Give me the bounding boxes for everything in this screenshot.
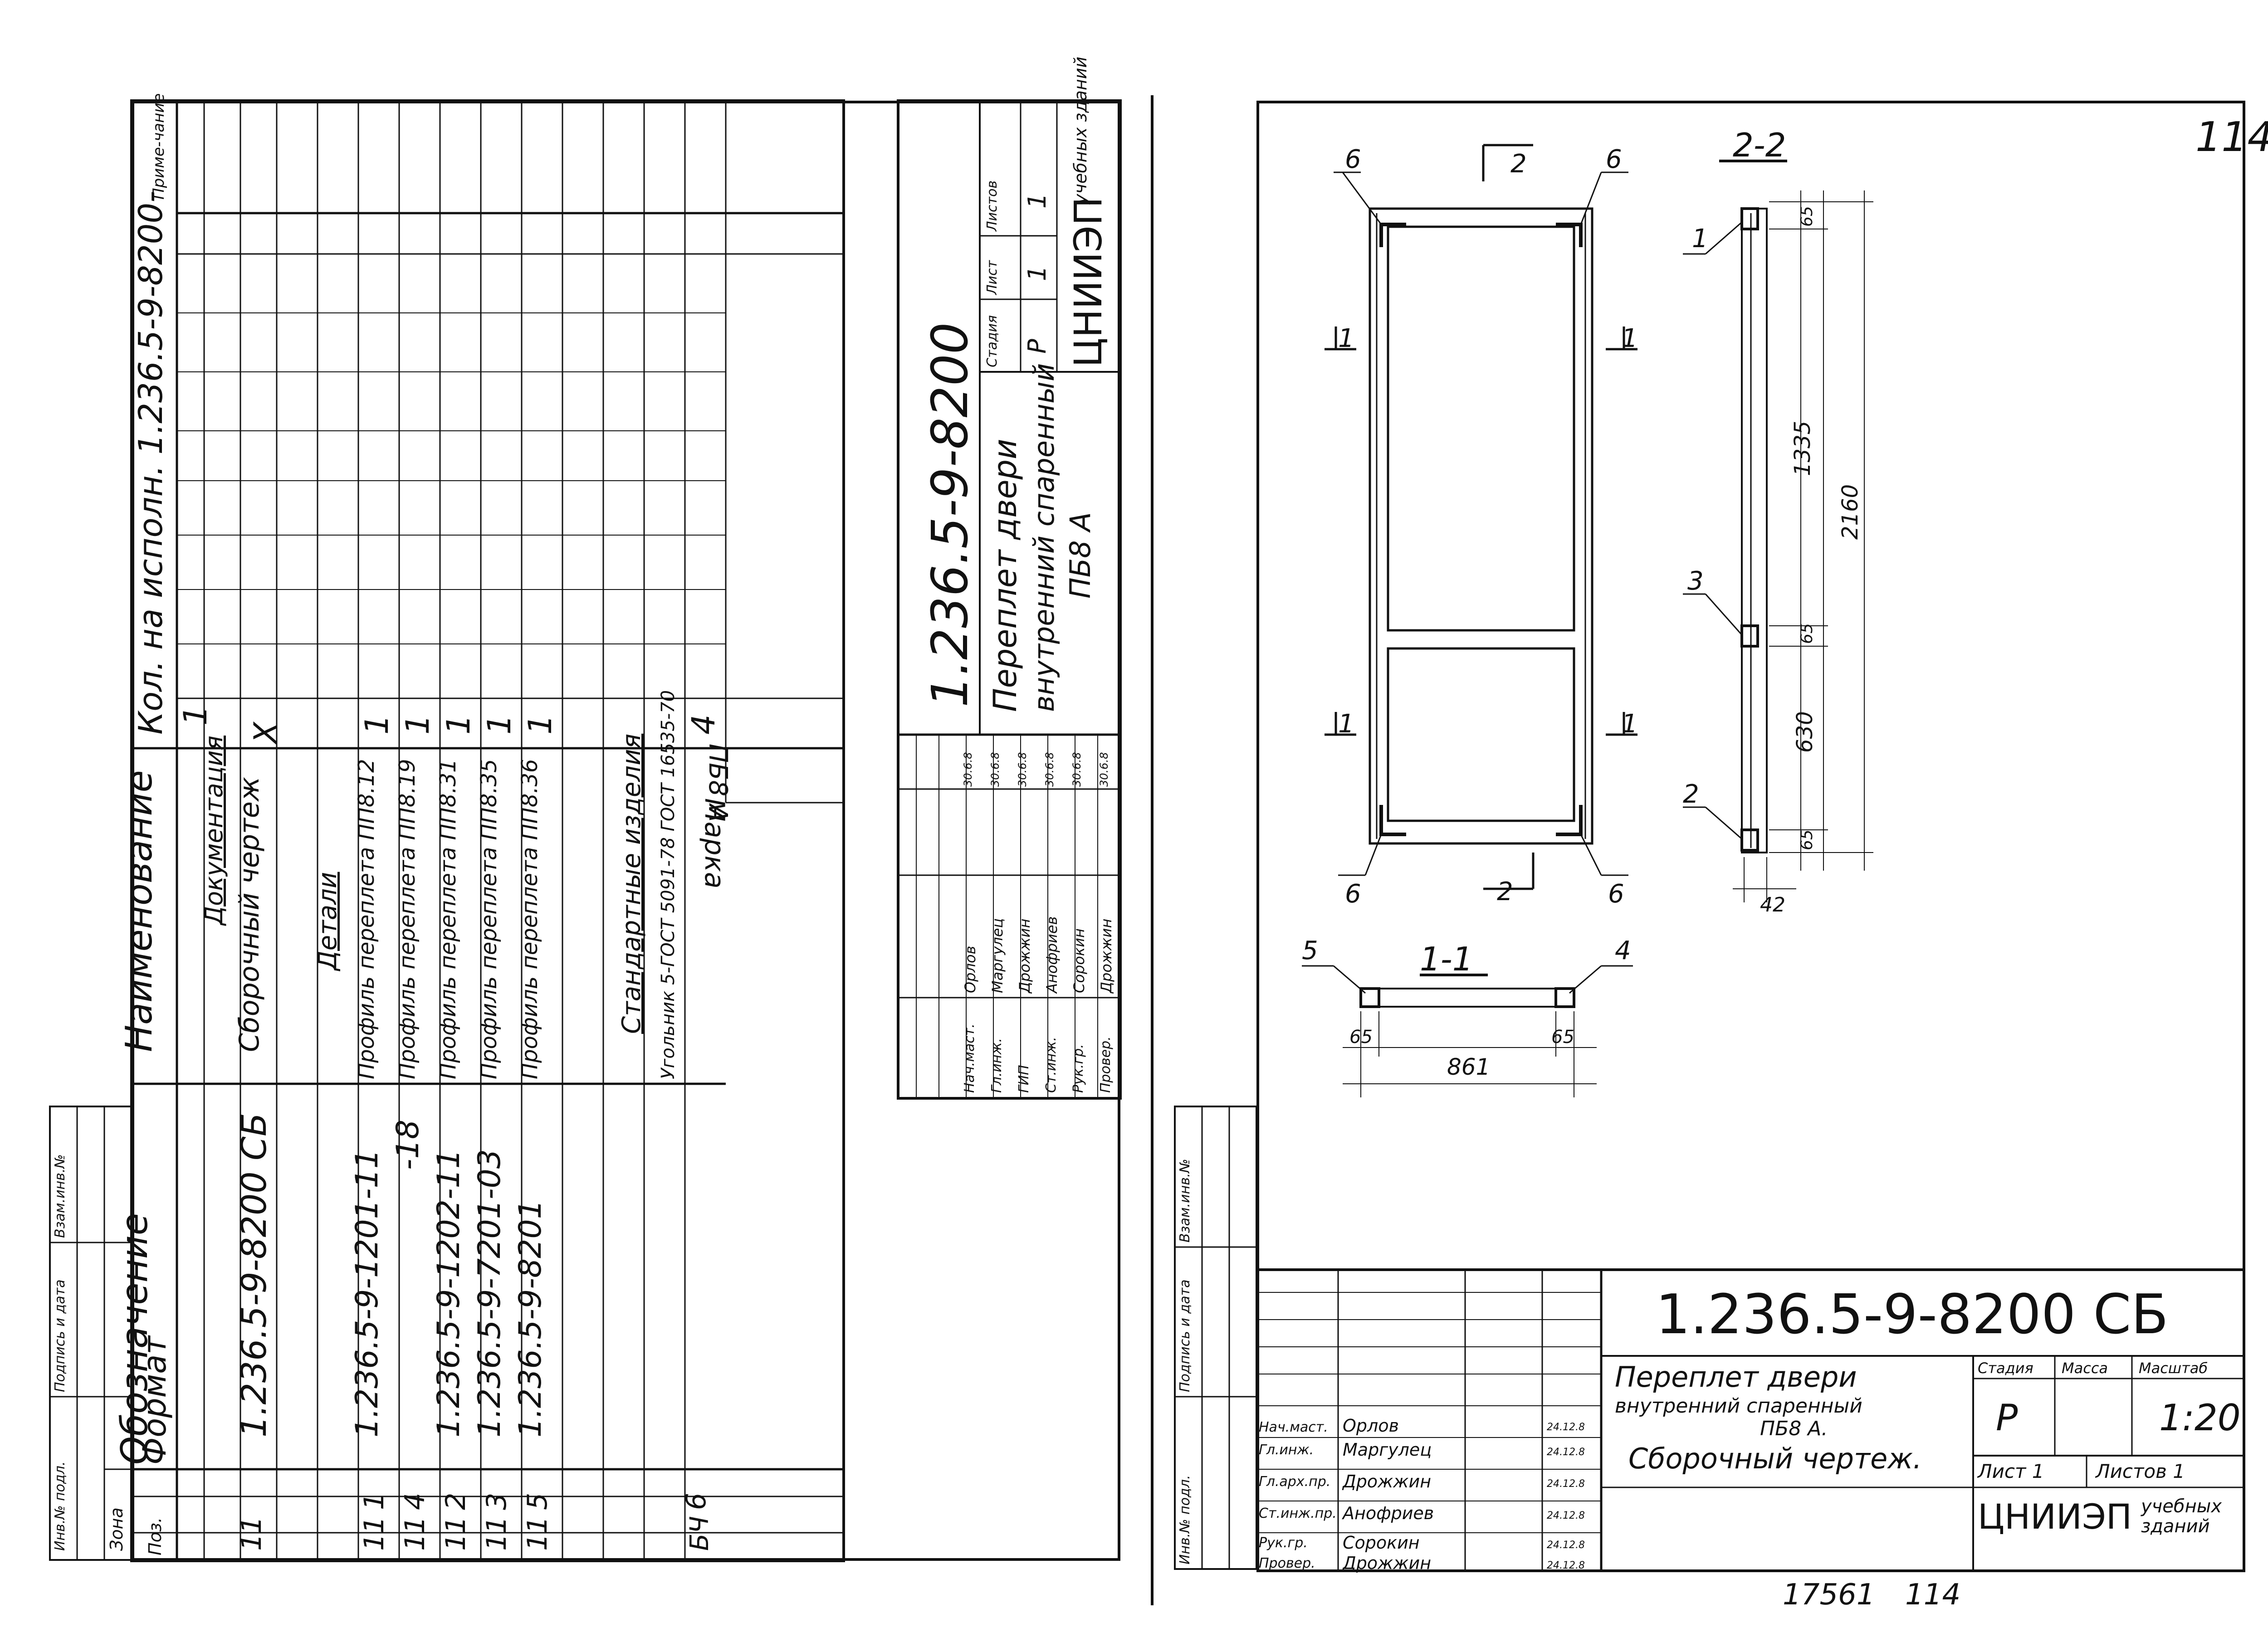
- archive-number: 17561: [1783, 1578, 1875, 1612]
- dim-stile-right: 65: [1551, 1027, 1574, 1048]
- dim-rail-top: 65: [1798, 206, 1816, 227]
- right-role: Гл.арх.пр.: [1259, 1474, 1331, 1490]
- cut-mark-2: 2: [1497, 877, 1513, 906]
- right-person: Маргулец: [1343, 1440, 1432, 1460]
- dim-total: 2160: [1838, 484, 1863, 540]
- right-hdr-stage: Стадия: [1978, 1360, 2033, 1377]
- right-person: Дрожжин: [1343, 1553, 1432, 1573]
- right-stamp-inv: Инв.№ подл.: [1177, 1475, 1193, 1564]
- right-role: Провер.: [1259, 1555, 1315, 1571]
- section-1-1-label: 1-1: [1420, 940, 1473, 978]
- right-stamp-signature: Подпись и дата: [1177, 1279, 1193, 1393]
- right-hdr-scale: Масштаб: [2139, 1360, 2208, 1377]
- right-date: 24.12.8: [1547, 1447, 1585, 1458]
- right-role: Гл.инж.: [1259, 1442, 1314, 1458]
- section-2-2-label: 2-2: [1733, 126, 1786, 164]
- right-date: 24.12.8: [1547, 1560, 1585, 1571]
- right-person: Сорокин: [1343, 1533, 1420, 1553]
- dim-stile-left: 65: [1349, 1027, 1373, 1048]
- cut-mark-2: 2: [1510, 149, 1527, 179]
- dim-upper: 1335: [1790, 421, 1815, 476]
- callout-1: 1: [1692, 224, 1708, 253]
- callout-4: 4: [1615, 936, 1631, 965]
- dim-lower: 630: [1792, 711, 1818, 753]
- dim-depth: 42: [1760, 893, 1785, 916]
- right-title-line3: ПБ8 А.: [1760, 1417, 1828, 1440]
- right-role: Ст.инж.пр.: [1259, 1506, 1337, 1521]
- archive-sheet: 114: [1905, 1578, 1961, 1612]
- right-hdr-mass: Масса: [2062, 1360, 2108, 1377]
- page-number: 114: [2195, 113, 2268, 161]
- right-date: 24.12.8: [1547, 1478, 1585, 1490]
- callout-6: 6: [1606, 145, 1622, 174]
- dim-rail-bot: 65: [1798, 829, 1816, 850]
- cut-mark-1: 1: [1338, 709, 1354, 739]
- right-title-line4: Сборочный чертеж.: [1628, 1442, 1922, 1475]
- right-person: Дрожжин: [1343, 1472, 1432, 1491]
- right-date: 24.12.8: [1547, 1510, 1585, 1521]
- right-stamp-replace: Взам.инв.№: [1177, 1159, 1193, 1243]
- right-scale: 1:20: [2159, 1397, 2241, 1439]
- right-role: Рук.гр.: [1259, 1535, 1308, 1551]
- right-title-code: 1.236.5-9-8200 СБ: [1656, 1283, 2169, 1346]
- cut-mark-1: 1: [1622, 709, 1638, 739]
- callout-6: 6: [1345, 879, 1361, 909]
- right-date: 24.12.8: [1547, 1422, 1585, 1433]
- right-org: ЦНИИЭП: [1978, 1496, 2132, 1537]
- dim-rail-mid: 65: [1798, 623, 1816, 644]
- assembly-drawing-sheet: [1256, 101, 2245, 1572]
- right-org-sub: учебных зданий: [2141, 1496, 2222, 1537]
- right-person: Анофриев: [1343, 1503, 1434, 1523]
- right-stage: Р: [1996, 1397, 2018, 1439]
- right-date: 24.12.8: [1547, 1540, 1585, 1551]
- cut-mark-1: 1: [1622, 324, 1638, 353]
- right-person: Орлов: [1343, 1416, 1399, 1436]
- callout-5: 5: [1302, 936, 1318, 965]
- right-sheet: Лист 1: [1978, 1460, 2044, 1482]
- dim-width: 861: [1447, 1054, 1490, 1080]
- right-title-line2: внутренний спаренный: [1615, 1394, 1862, 1418]
- callout-6: 6: [1608, 879, 1624, 909]
- right-sheets: Листов 1: [2096, 1460, 2185, 1482]
- right-title-line1: Переплет двери: [1615, 1360, 1857, 1394]
- callout-3: 3: [1687, 566, 1704, 596]
- cut-mark-1: 1: [1338, 324, 1354, 353]
- callout-2: 2: [1683, 780, 1699, 809]
- callout-6: 6: [1345, 145, 1361, 174]
- right-role: Нач.маст.: [1259, 1419, 1328, 1435]
